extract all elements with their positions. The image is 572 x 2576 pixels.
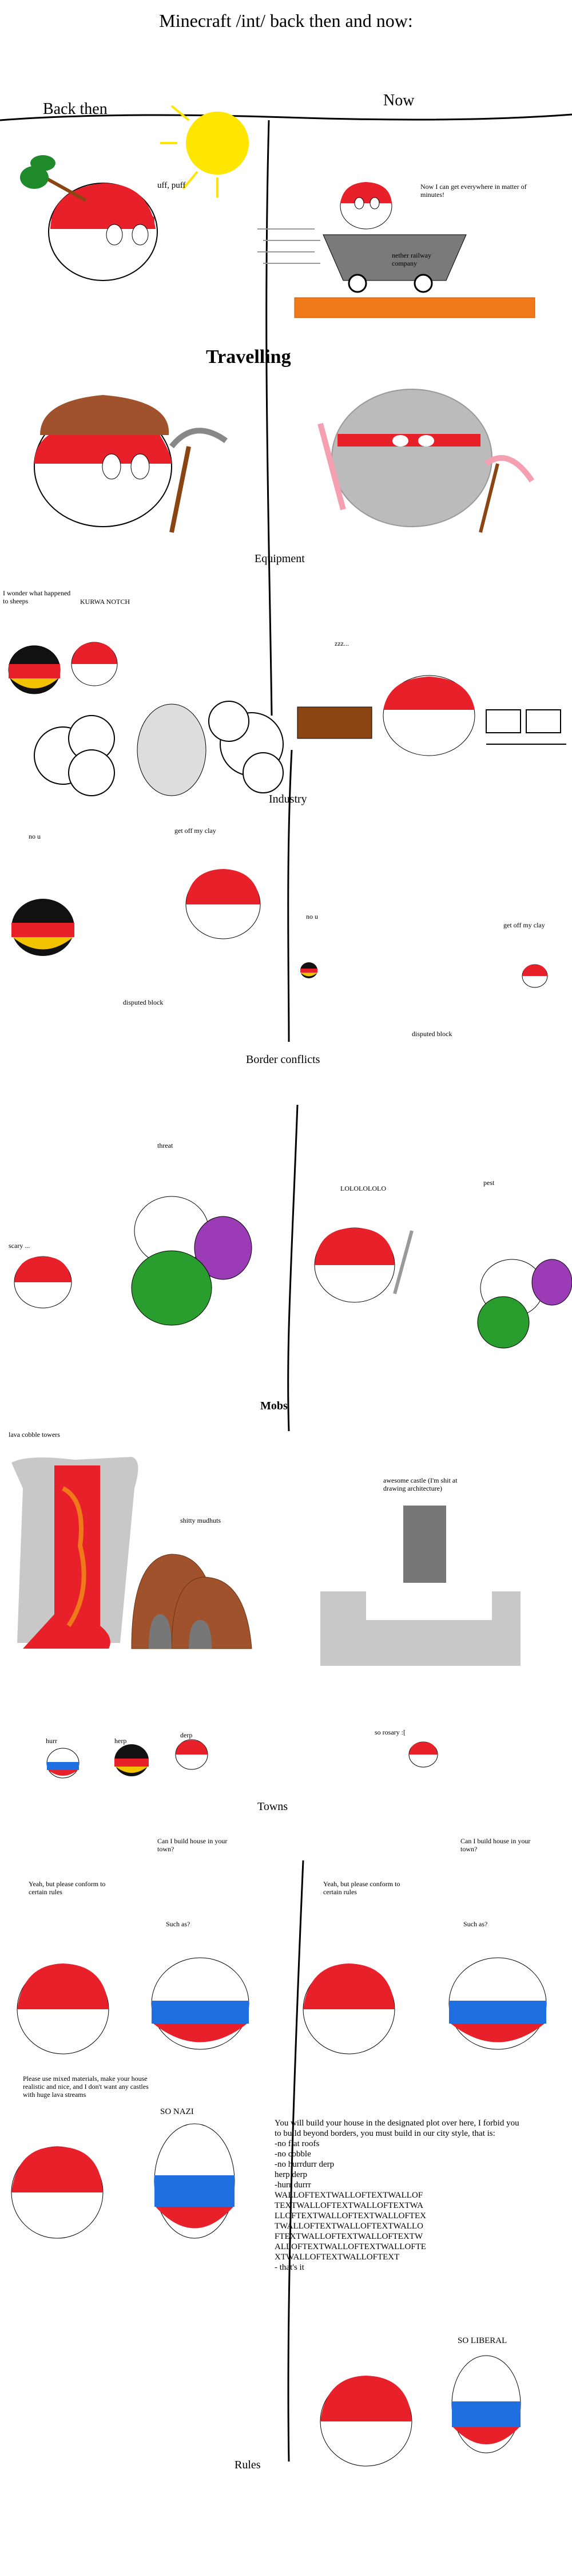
- speech-uff-puff: uff, puff: [157, 181, 186, 190]
- polandball-rules-left-1: [17, 1963, 109, 2055]
- polandball-border-back-then: [185, 869, 261, 939]
- section-equipment: Equipment: [255, 552, 305, 565]
- polandball-mobs-now: [314, 1227, 414, 1303]
- header-divider: [0, 113, 572, 121]
- speech-get-everywhere: Now I can get everywhere in matter of mi…: [420, 183, 527, 199]
- panel-divider-4: [287, 1860, 304, 2462]
- speech-left-conform: Yeah, but please conform to certain rule…: [29, 1880, 106, 1896]
- speech-kurwa-notch: KURWA NOTCH: [80, 598, 130, 606]
- panel-divider-3: [287, 1104, 299, 1432]
- sheep-group-icon: [34, 701, 284, 796]
- castle-icon: [320, 1506, 521, 1666]
- column-header-now: Now: [383, 92, 415, 109]
- germanyball-industry: [8, 645, 61, 694]
- speech-left-rules: Please use mixed materials, make your ho…: [23, 2075, 149, 2099]
- lava-cobble-towers-icon: [11, 1457, 138, 1649]
- page-title: Minecraft /int/ back then and now:: [159, 10, 413, 31]
- section-towns: Towns: [257, 1800, 288, 1813]
- polandball-industry-back-then: [71, 642, 118, 686]
- polandball-derp: [175, 1739, 208, 1770]
- polandball-equipment-back-then: [34, 395, 228, 533]
- polandball-rules-right-1: [303, 1963, 395, 2055]
- enderman-icon: [194, 1216, 252, 1280]
- germanyball-border-back-then: [11, 899, 74, 956]
- mudhuts-icon: [131, 1554, 252, 1649]
- label-rosary: so rosary :[: [375, 1728, 406, 1736]
- speech-right-can-i-build: Can I build house in your town?: [460, 1837, 531, 1853]
- creeper-icon: [131, 1250, 212, 1326]
- label-awesome-castle: awesome castle (I'm shit at drawing arch…: [383, 1476, 458, 1492]
- polandball-mobs-back-then: [14, 1256, 72, 1309]
- notch-face-icon: [137, 704, 206, 796]
- polandball-border-now: [522, 964, 548, 988]
- polandball-rules-left-2: [11, 2146, 104, 2239]
- stone-pickaxe-icon: [169, 428, 228, 533]
- russiaball-rules-right-2: [451, 2355, 521, 2453]
- label-pest: pest: [483, 1179, 495, 1187]
- panel-divider-2: [287, 749, 293, 1042]
- polandball-equipment-now: [317, 389, 535, 533]
- speech-zzz: zzz...: [335, 639, 349, 647]
- sun-icon: [160, 105, 249, 197]
- mob-group-back-then: [131, 1196, 252, 1326]
- polandball-rules-right-2: [320, 2376, 412, 2467]
- polandball-travelling-back-then: [20, 155, 158, 281]
- speech-scary: scary ...: [9, 1242, 30, 1250]
- polandball-rosary: [408, 1741, 438, 1768]
- label-lava-cobble-towers: lava cobble towers: [9, 1431, 60, 1439]
- speech-no-u-back: no u: [29, 832, 41, 840]
- russiaball-rules-right-1: [448, 1957, 547, 2050]
- germanyball-border-now: [300, 962, 317, 978]
- speech-get-off-clay-now: get off my clay: [503, 921, 545, 929]
- chest-icon: [297, 706, 372, 739]
- speech-left-can-i-build: Can I build house in your town?: [157, 1837, 228, 1853]
- section-rules: Rules: [235, 2459, 261, 2471]
- railcart-row-icon: [486, 709, 566, 745]
- section-mobs: Mobs: [260, 1400, 288, 1412]
- speech-so-liberal: SO LIBERAL: [458, 2336, 507, 2345]
- germanyball-herp: [114, 1744, 149, 1776]
- speech-lolololo: LOLOLOLOLO: [340, 1184, 386, 1192]
- mob-group-now: [477, 1259, 572, 1349]
- speech-so-nazi: SO NAZI: [160, 2107, 194, 2116]
- russiaball-rules-left-2: [154, 2123, 235, 2239]
- minecart-icon: [323, 234, 467, 281]
- label-derp: derp: [180, 1731, 193, 1739]
- label-herp: herp: [114, 1737, 127, 1745]
- polandball-sleeping-now: [383, 675, 475, 756]
- section-industry: Industry: [269, 793, 307, 805]
- speech-right-rules: You will build your house in the designa…: [275, 2119, 519, 2272]
- label-hurr: hurr: [46, 1737, 57, 1745]
- speech-right-such-as: Such as?: [463, 1920, 488, 1928]
- speech-right-conform: Yeah, but please conform to certain rule…: [323, 1880, 400, 1896]
- diamond-sword-icon: [317, 422, 346, 511]
- sack-icon: [20, 155, 55, 189]
- label-mudhuts: shitty mudhuts: [180, 1516, 221, 1524]
- speech-no-u-now: no u: [306, 912, 318, 920]
- russiaball-rules-left-1: [151, 1957, 249, 2050]
- section-border-conflicts: Border conflicts: [246, 1053, 320, 1066]
- section-travelling: Travelling: [206, 346, 291, 368]
- speech-left-such-as: Such as?: [166, 1920, 190, 1928]
- panel-divider-1: [265, 120, 273, 716]
- diamond-pickaxe-icon: [479, 455, 535, 533]
- label-disputed-block-now: disputed block: [412, 1030, 452, 1038]
- russiaball-hurr: [46, 1748, 80, 1779]
- speech-get-off-clay-back: get off my clay: [174, 827, 216, 835]
- railway-label: nether railway company: [392, 251, 431, 267]
- speech-sheeps: I wonder what happened to sheeps: [3, 589, 71, 605]
- label-disputed-block-back: disputed block: [123, 998, 164, 1006]
- polandball-minecart-now: [257, 182, 535, 318]
- sword-icon: [393, 1230, 414, 1294]
- label-threat: threat: [157, 1141, 173, 1149]
